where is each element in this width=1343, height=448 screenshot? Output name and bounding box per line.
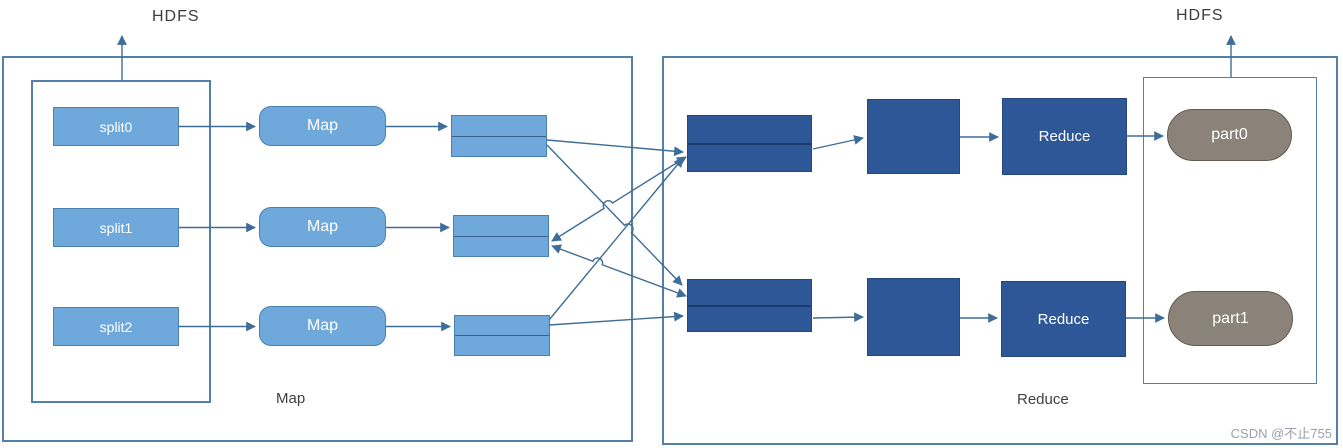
merge-cell <box>688 116 811 143</box>
map-buffer-node-2 <box>454 315 550 356</box>
output-part-node-1: part1 <box>1168 291 1293 346</box>
hdfs-label-left: HDFS <box>152 8 200 25</box>
reduce-section-label: Reduce <box>1017 391 1069 408</box>
merge-node-top <box>687 115 812 172</box>
sort-node-bottom <box>867 278 960 356</box>
watermark-text: CSDN @不止755 <box>1230 426 1332 441</box>
buffer-cell <box>455 335 549 355</box>
split-box-1: split1 <box>53 208 179 247</box>
output-part-node-0: part0 <box>1167 109 1292 161</box>
map-task-node-1: Map <box>259 207 386 247</box>
buffer-cell <box>455 316 549 335</box>
sort-node-top <box>867 99 960 174</box>
merge-cell <box>688 142 811 172</box>
input-splits-container <box>31 80 211 403</box>
split-box-0: split0 <box>53 107 179 146</box>
map-section-label: Map <box>276 390 306 407</box>
buffer-cell <box>452 116 546 136</box>
output-parts-container <box>1143 77 1317 384</box>
buffer-cell <box>454 235 548 257</box>
merge-cell <box>688 304 811 332</box>
reduce-task-node-0: Reduce <box>1002 98 1127 175</box>
split-box-2: split2 <box>53 307 179 346</box>
map-buffer-node-1 <box>453 215 549 257</box>
reduce-task-node-1: Reduce <box>1001 281 1126 357</box>
hdfs-label-right: HDFS <box>1176 7 1224 24</box>
map-task-node-2: Map <box>259 306 386 346</box>
map-buffer-node-0 <box>451 115 547 157</box>
buffer-cell <box>452 135 546 157</box>
merge-node-bottom <box>687 279 812 332</box>
buffer-cell <box>454 216 548 236</box>
map-task-node-0: Map <box>259 106 386 146</box>
merge-cell <box>688 280 811 305</box>
